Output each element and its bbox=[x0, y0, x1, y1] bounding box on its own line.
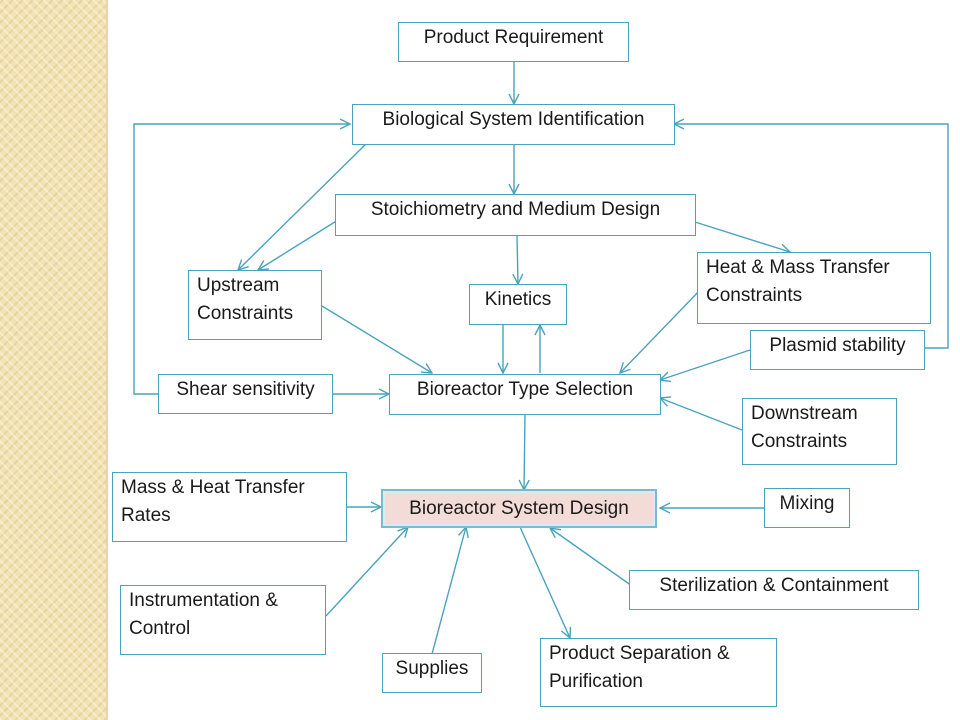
bioreactor-system-design-label: Bioreactor System Design bbox=[409, 498, 629, 519]
arrow-stoichiometry-to-heat-mass bbox=[694, 221, 790, 252]
mixing-node: Mixing bbox=[764, 488, 850, 528]
arrow-supplies-to-system-design bbox=[431, 527, 466, 655]
mass-heat-transfer-rates-node: Mass & Heat Transfer Rates bbox=[112, 472, 347, 542]
kinetics-node: Kinetics bbox=[469, 284, 567, 325]
product-requirement-label: Product Requirement bbox=[423, 27, 604, 48]
arrow-shear-loop-to-biological bbox=[133, 124, 350, 395]
product-separation-purification-label-line1: Product Separation & bbox=[549, 643, 730, 664]
sterilization-containment-node: Sterilization & Containment bbox=[629, 570, 919, 610]
product-requirement-node: Product Requirement bbox=[398, 22, 629, 62]
heat-mass-transfer-constraints-label-line2: Constraints bbox=[706, 285, 803, 306]
bioreactor-type-selection-label: Bioreactor Type Selection bbox=[416, 379, 634, 400]
stoichiometry-medium-design-node: Stoichiometry and Medium Design bbox=[335, 194, 696, 236]
decorative-side-band bbox=[0, 0, 106, 720]
arrow-stoichiometry-to-upstream bbox=[258, 219, 339, 270]
arrow-heat-mass-to-bioreactor-type bbox=[620, 287, 703, 373]
arrow-bioreactor-type-to-system-design bbox=[524, 413, 525, 490]
biological-system-identification-node: Biological System Identification bbox=[352, 104, 675, 145]
mass-heat-transfer-rates-label-line1: Mass & Heat Transfer bbox=[121, 477, 305, 498]
arrow-biological-to-upstream bbox=[238, 141, 369, 270]
arrow-instrumentation-to-system-design bbox=[325, 527, 408, 617]
plasmid-stability-node: Plasmid stability bbox=[750, 330, 925, 370]
shear-sensitivity-label: Shear sensitivity bbox=[176, 379, 315, 400]
arrow-plasmid-loop-to-biological bbox=[674, 124, 949, 349]
side-band-edge bbox=[106, 0, 108, 720]
supplies-node: Supplies bbox=[382, 653, 482, 693]
arrow-plasmid-to-bioreactor-type bbox=[660, 349, 751, 380]
arrow-upstream-to-bioreactor-type bbox=[321, 305, 432, 373]
shear-sensitivity-node: Shear sensitivity bbox=[158, 374, 333, 414]
plasmid-stability-label: Plasmid stability bbox=[769, 335, 906, 356]
bioreactor-system-design-node: Bioreactor System Design bbox=[381, 489, 657, 528]
upstream-constraints-node: Upstream Constraints bbox=[188, 270, 322, 340]
stoichiometry-medium-design-label: Stoichiometry and Medium Design bbox=[370, 199, 661, 220]
heat-mass-transfer-constraints-node: Heat & Mass Transfer Constraints bbox=[697, 252, 931, 324]
mass-heat-transfer-rates-label-line2: Rates bbox=[121, 505, 171, 526]
bioreactor-type-selection-node: Bioreactor Type Selection bbox=[389, 374, 661, 415]
downstream-constraints-label-line2: Constraints bbox=[751, 431, 848, 452]
upstream-constraints-label-line1: Upstream bbox=[197, 275, 280, 296]
arrow-system-design-to-separation bbox=[519, 526, 570, 638]
heat-mass-transfer-constraints-label-line1: Heat & Mass Transfer bbox=[706, 257, 890, 278]
supplies-label: Supplies bbox=[395, 658, 469, 679]
sterilization-containment-label: Sterilization & Containment bbox=[659, 575, 889, 596]
kinetics-label: Kinetics bbox=[484, 289, 552, 310]
product-separation-purification-node: Product Separation & Purification bbox=[540, 638, 777, 707]
mixing-label: Mixing bbox=[779, 493, 835, 514]
downstream-constraints-label-line1: Downstream bbox=[751, 403, 858, 424]
instrumentation-control-node: Instrumentation & Control bbox=[120, 585, 326, 655]
arrow-sterilization-to-system-design bbox=[550, 528, 633, 587]
arrow-stoichiometry-to-kinetics bbox=[517, 235, 518, 284]
instrumentation-control-label-line2: Control bbox=[129, 618, 191, 639]
product-separation-purification-label-line2: Purification bbox=[549, 671, 643, 692]
upstream-constraints-label-line2: Constraints bbox=[197, 303, 294, 324]
arrow-downstream-to-bioreactor-type bbox=[660, 398, 743, 431]
biological-system-identification-label: Biological System Identification bbox=[382, 109, 645, 130]
downstream-constraints-node: Downstream Constraints bbox=[742, 398, 897, 465]
instrumentation-control-label-line1: Instrumentation & bbox=[129, 590, 278, 611]
